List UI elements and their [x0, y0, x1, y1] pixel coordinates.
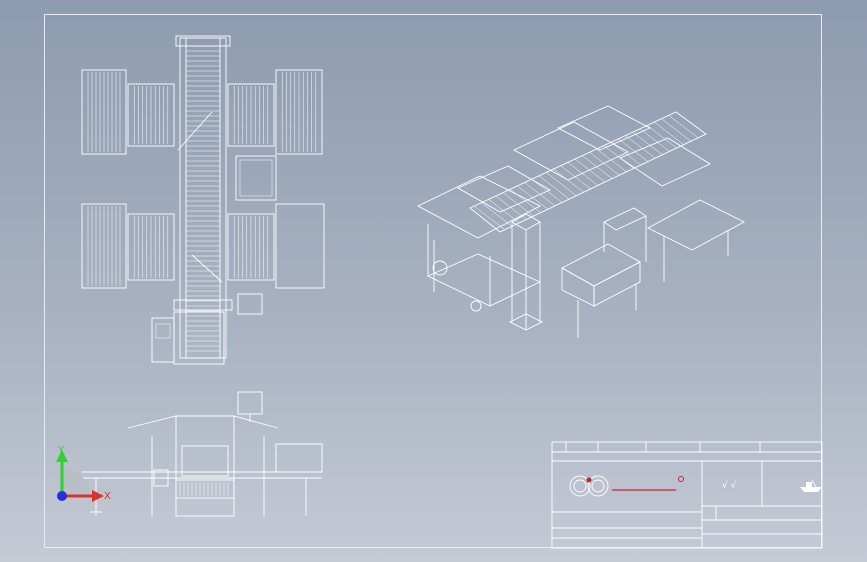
front-view [82, 391, 323, 517]
x-axis-arrow [92, 490, 104, 502]
x-axis-label: X [104, 491, 111, 502]
axis-plane-quadrant [62, 468, 90, 498]
top-view [81, 35, 325, 365]
origin-icon [57, 491, 67, 501]
infinity-logo-icon [569, 475, 684, 497]
check-marks: √ √ [722, 480, 737, 491]
axis-triad[interactable]: Y X [56, 445, 111, 502]
y-axis-label: Y [57, 445, 65, 456]
title-block [551, 441, 823, 549]
y-axis-arrow [56, 450, 68, 462]
isometric-view [417, 105, 745, 338]
drawing-frame [44, 14, 822, 548]
ship-icon [800, 479, 822, 492]
